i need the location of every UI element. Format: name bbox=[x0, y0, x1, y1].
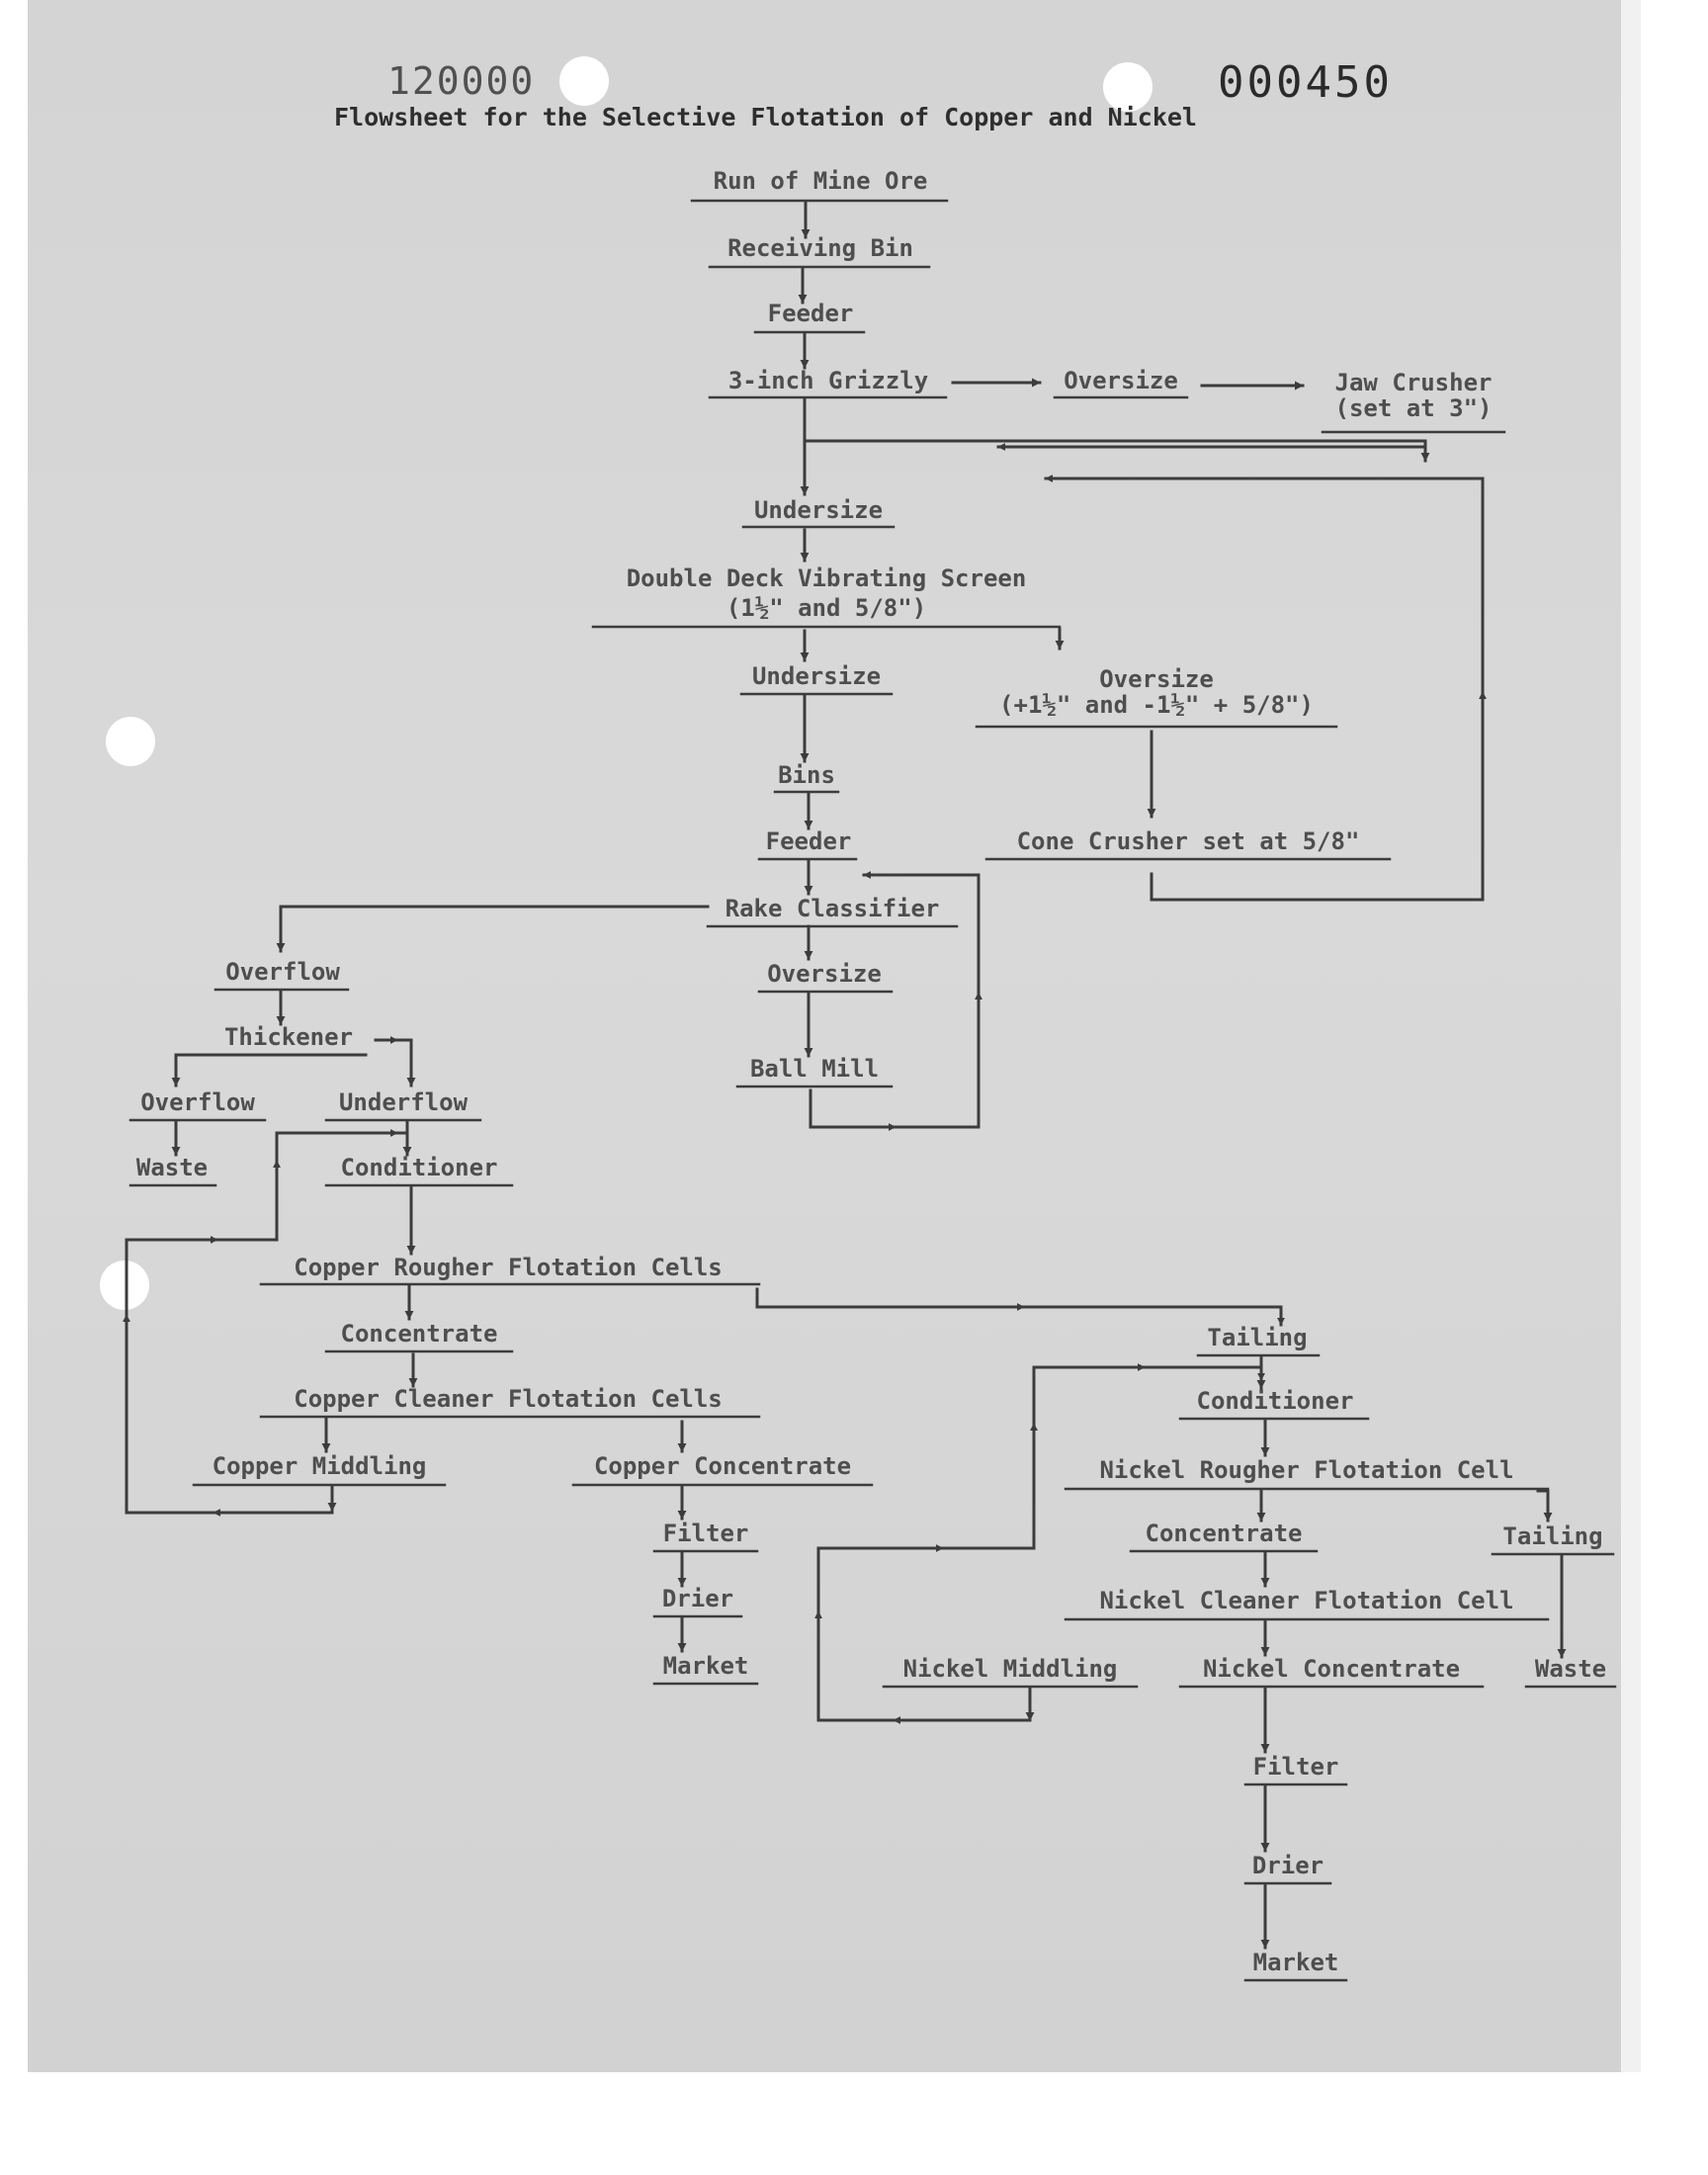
node-copper-cleaner: Copper Cleaner Flotation Cells bbox=[294, 1385, 723, 1413]
node-bins: Bins bbox=[778, 761, 835, 789]
archive-stamp: 120000 bbox=[387, 59, 536, 103]
node-undersize-2: Undersize bbox=[751, 662, 882, 690]
node-nickel-concentrate: Nickel Concentrate bbox=[1202, 1655, 1461, 1683]
punch-hole-top-right bbox=[1103, 62, 1153, 112]
node-grizzly-oversize: Oversize bbox=[1064, 367, 1178, 394]
node-copper-concentrate-rough: Concentrate bbox=[340, 1320, 498, 1348]
node-drier-2: Drier bbox=[1251, 1852, 1324, 1879]
node-filter-2: Filter bbox=[1252, 1753, 1339, 1781]
node-screen-oversize: Oversize (+1½" and -1½" + 5/8") bbox=[999, 665, 1314, 719]
node-rake-classifier: Rake Classifier bbox=[725, 895, 940, 922]
node-ball-mill: Ball Mill bbox=[749, 1055, 880, 1083]
node-grizzly: 3-inch Grizzly bbox=[727, 367, 929, 394]
node-waste-2: Waste bbox=[1534, 1655, 1607, 1683]
paper-edge bbox=[1621, 0, 1641, 2072]
node-copper-concentrate: Copper Concentrate bbox=[593, 1452, 852, 1480]
node-tailing-2: Tailing bbox=[1502, 1522, 1603, 1550]
punch-hole-lower-left bbox=[100, 1261, 149, 1310]
node-classifier-oversize: Oversize bbox=[767, 960, 882, 988]
node-jaw-crusher: Jaw Crusher (set at 3") bbox=[1334, 369, 1493, 422]
node-copper-middling: Copper Middling bbox=[212, 1452, 427, 1480]
node-receiving-bin: Receiving Bin bbox=[727, 234, 913, 262]
node-run-of-mine-ore: Run of Mine Ore bbox=[713, 167, 928, 195]
node-vibrating-screen: Double Deck Vibrating Screen (1½" and 5/… bbox=[626, 565, 1027, 622]
node-waste-1: Waste bbox=[135, 1154, 209, 1181]
node-thickener-overflow: Overflow bbox=[140, 1088, 255, 1116]
paper-sheet bbox=[28, 0, 1641, 2072]
node-filter-1: Filter bbox=[662, 1520, 749, 1547]
node-nickel-concentrate-rough: Concentrate bbox=[1145, 1520, 1303, 1547]
node-nickel-cleaner: Nickel Cleaner Flotation Cell bbox=[1099, 1587, 1514, 1614]
node-underflow: Underflow bbox=[338, 1088, 469, 1116]
node-classifier-overflow: Overflow bbox=[225, 958, 340, 986]
node-conditioner-2: Conditioner bbox=[1196, 1387, 1354, 1415]
node-market-1: Market bbox=[662, 1652, 749, 1680]
document-number: 000450 bbox=[1218, 57, 1393, 108]
node-market-2: Market bbox=[1252, 1949, 1339, 1976]
punch-hole-top-left bbox=[559, 56, 609, 106]
document-title: Flowsheet for the Selective Flotation of… bbox=[334, 103, 1197, 131]
node-cone-crusher: Cone Crusher set at 5/8" bbox=[1016, 827, 1360, 855]
node-conditioner-1: Conditioner bbox=[340, 1154, 498, 1181]
node-thickener: Thickener bbox=[223, 1023, 354, 1051]
node-undersize-1: Undersize bbox=[753, 496, 884, 524]
node-nickel-middling: Nickel Middling bbox=[902, 1655, 1118, 1683]
node-drier-1: Drier bbox=[661, 1585, 734, 1612]
node-nickel-rougher: Nickel Rougher Flotation Cell bbox=[1099, 1456, 1514, 1484]
label-underlines bbox=[128, 199, 1617, 1982]
node-copper-rougher: Copper Rougher Flotation Cells bbox=[294, 1254, 723, 1281]
node-feeder-1: Feeder bbox=[767, 300, 854, 327]
node-tailing-1: Tailing bbox=[1207, 1324, 1308, 1351]
node-feeder-2: Feeder bbox=[765, 827, 852, 855]
punch-hole-mid-left bbox=[106, 717, 155, 766]
